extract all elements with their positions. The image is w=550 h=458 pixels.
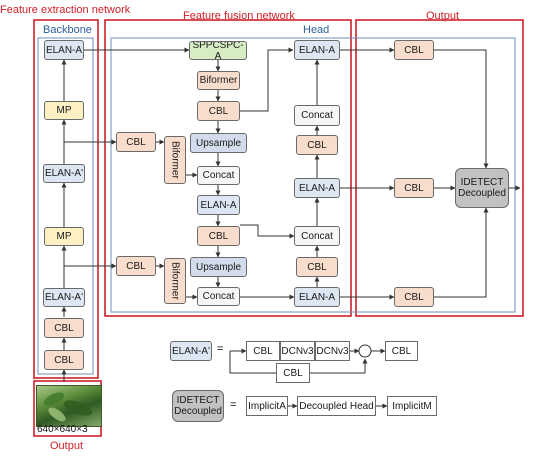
idetect-line-1: IDETECT bbox=[460, 177, 504, 188]
fusion-side-biformer-1: Biformer bbox=[164, 136, 186, 184]
backbone-elan-a-prime-1: ELAN-A' bbox=[43, 164, 85, 183]
legend-cbl-out: CBL bbox=[385, 341, 418, 361]
legend-dcnv3-2: DCNv3 bbox=[315, 341, 350, 361]
feature-fusion-title: Feature fusion network bbox=[183, 10, 295, 22]
head-cbl-bottom: CBL bbox=[296, 257, 338, 277]
sppcspc-a-block: SPPCSPC-A bbox=[189, 41, 247, 60]
backbone-mp-1: MP bbox=[44, 101, 84, 120]
feature-extraction-title: Feature extraction network bbox=[0, 4, 131, 16]
fusion-concat-1: Concat bbox=[197, 166, 240, 185]
fusion-side-cbl-2: CBL bbox=[116, 256, 156, 276]
output-title: Output bbox=[426, 10, 460, 22]
legend-elan-a-prime: ELAN-A' bbox=[170, 341, 212, 361]
input-size-label: 640×640×3 bbox=[37, 424, 88, 435]
output-frame bbox=[355, 19, 524, 317]
fusion-upsample-1: Upsample bbox=[190, 133, 247, 153]
legend-equals-2: = bbox=[230, 399, 237, 411]
backbone-mp-2: MP bbox=[44, 227, 84, 246]
idetect-line-2: Decoupled bbox=[458, 188, 506, 199]
multiply-node bbox=[358, 344, 372, 358]
feature-extraction-frame bbox=[33, 19, 99, 379]
legend-equals-1: = bbox=[217, 343, 224, 355]
fusion-side-cbl-1: CBL bbox=[116, 132, 156, 152]
fusion-cbl-top: CBL bbox=[197, 101, 240, 121]
backbone-elan-a-prime-2: ELAN-A' bbox=[43, 288, 85, 307]
idetect-decoupled-block: IDETECT Decoupled bbox=[455, 168, 509, 208]
legend-cbl-a: CBL bbox=[246, 341, 280, 361]
fusion-side-biformer-2: Biformer bbox=[164, 258, 186, 304]
output-cbl-2: CBL bbox=[394, 178, 434, 198]
legend-decoupled-head: Decoupled Head bbox=[297, 396, 376, 416]
backbone-cbl-2: CBL bbox=[44, 350, 84, 370]
backbone-title: Backbone bbox=[43, 24, 92, 36]
head-title: Head bbox=[303, 24, 330, 36]
legend-implicit-m: ImplicitM bbox=[387, 396, 437, 416]
fusion-cbl-mid: CBL bbox=[197, 226, 240, 246]
fusion-biformer-top: Biformer bbox=[197, 71, 240, 90]
head-elan-a-mid: ELAN-A bbox=[294, 178, 340, 198]
legend-implicit-a: ImplicitA bbox=[246, 396, 288, 416]
backbone-cbl-1: CBL bbox=[44, 318, 84, 338]
output-cbl-3: CBL bbox=[394, 287, 434, 307]
head-cbl-top: CBL bbox=[296, 135, 338, 155]
legend-idetect-line-2: Decoupled bbox=[174, 406, 222, 417]
output-bottom-title: Output bbox=[50, 440, 84, 452]
legend-idetect-line-1: IDETECT bbox=[176, 395, 220, 406]
feature-fusion-frame bbox=[104, 19, 352, 317]
input-image bbox=[36, 385, 102, 427]
head-elan-a-bottom: ELAN-A bbox=[294, 287, 340, 307]
head-concat-mid: Concat bbox=[294, 226, 340, 246]
backbone-elan-a-top: ELAN-A bbox=[44, 40, 84, 60]
legend-dcnv3-1: DCNv3 bbox=[280, 341, 315, 361]
fusion-concat-2: Concat bbox=[197, 287, 240, 306]
head-frame bbox=[110, 37, 516, 313]
fusion-upsample-2: Upsample bbox=[190, 257, 247, 277]
fusion-elan-a-mid: ELAN-A bbox=[197, 195, 240, 215]
legend-idetect-decoupled: IDETECT Decoupled bbox=[172, 390, 224, 422]
head-concat-top: Concat bbox=[294, 105, 340, 126]
output-cbl-1: CBL bbox=[394, 40, 434, 60]
head-elan-a-top: ELAN-A bbox=[294, 40, 340, 60]
legend-cbl-skip: CBL bbox=[276, 363, 310, 383]
